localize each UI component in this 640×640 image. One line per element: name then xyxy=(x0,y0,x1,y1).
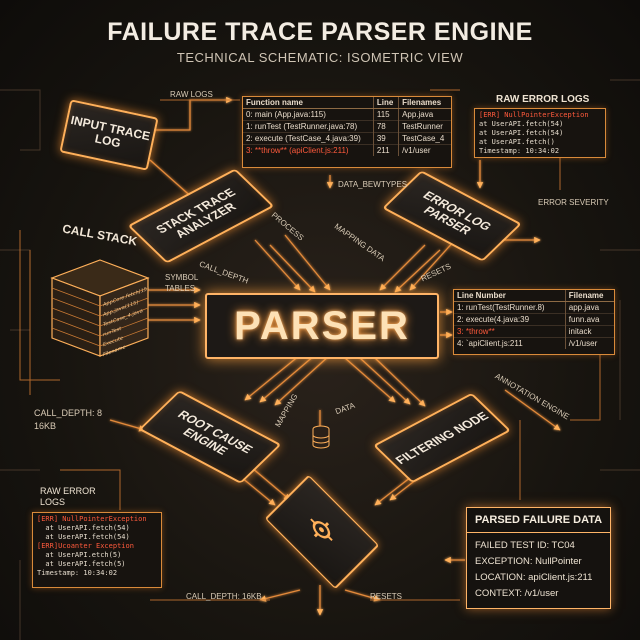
call-stack-block: AppCore.fetch(15) App.java(115) TestCase… xyxy=(50,258,150,358)
error-severity-label: ERROR SEVERITY xyxy=(538,198,609,207)
col-header: Function name xyxy=(243,97,374,109)
error-tag: [ERR] NullPointerException xyxy=(479,111,589,119)
table-cell-highlight: 3: **throw** (apiClient.js:211) xyxy=(243,144,374,156)
table-cell: 1: runTest(TestRunner.8) xyxy=(454,301,566,314)
log-line: [ERR] NullPointerException xyxy=(479,111,601,120)
page-title: FAILURE TRACE PARSER ENGINE xyxy=(107,18,533,46)
table-row: 1: runTest (TestRunner.java:78) 78 TestR… xyxy=(243,120,451,133)
table-row: 3: **throw** (apiClient.js:211) 211 /v1/… xyxy=(243,144,451,156)
log-line: at UserAPI.fetch(54) xyxy=(479,129,564,137)
table-cell: 4: `apiClient.js:211 xyxy=(454,337,566,349)
log-line: at UserAPI.fetch() xyxy=(479,138,555,146)
table-cell: 115 xyxy=(372,108,399,121)
error-tag: [ERR] NullPointerException xyxy=(37,515,147,523)
table-cell: 1: runTest (TestRunner.java:78) xyxy=(243,120,374,133)
page-subtitle: TECHNICAL SCHEMATIC: ISOMETRIC VIEW xyxy=(176,50,464,65)
table-cell: 39 xyxy=(372,132,399,145)
table-row: 4: `apiClient.js:211 /v1/user xyxy=(454,337,614,349)
table-cell: 0: main (App.java:115) xyxy=(243,108,374,121)
table-cell: /v1/user xyxy=(398,144,451,156)
raw-error-logs-bottom-panel: [ERR] NullPointerException at UserAPI.fe… xyxy=(32,512,162,588)
table-cell: TestRunner xyxy=(398,120,451,133)
parser-core[interactable]: PARSER xyxy=(205,293,439,359)
col-header: Filename xyxy=(564,290,614,302)
processor-chip[interactable] xyxy=(264,474,380,590)
table-row: 3: *throw** initack xyxy=(454,325,614,338)
call-depth-8-label: CALL_DEPTH: 8 xyxy=(34,408,103,418)
size-16kb-label: 16KB xyxy=(34,421,57,431)
data-bewtypes-label: DATA_BEWTYPES xyxy=(338,180,408,189)
table-cell: App.java xyxy=(398,108,451,121)
result-line: CONTEXT: /v1/user xyxy=(475,588,559,599)
divider xyxy=(467,532,610,533)
table-cell: 78 xyxy=(372,120,399,133)
result-line: LOCATION: apiClient.js:211 xyxy=(475,572,593,583)
stack-block-shape xyxy=(50,259,150,357)
symbol-tables-label: SYMBOL TABLES xyxy=(165,273,199,293)
log-line: at UserAPI.fetch(54) xyxy=(37,524,130,532)
log-line: [ERR]Ucoanter Exception xyxy=(37,542,157,551)
line-number-table: Line Number Filename 1: runTest(TestRunn… xyxy=(454,290,614,349)
gear-icon xyxy=(310,518,333,541)
parsed-failure-data-title: PARSED FAILURE DATA xyxy=(474,514,603,526)
raw-logs-label: RAW LOGS xyxy=(170,90,213,99)
log-line: Timestamp: 10:34:02 xyxy=(479,147,560,155)
table-cell: 2: execute(4.java:39 xyxy=(454,313,566,326)
raw-error-logs-panel: [ERR] NullPointerException at UserAPI.fe… xyxy=(474,108,606,158)
col-header: Line xyxy=(372,97,399,109)
parser-label: PARSER xyxy=(234,303,410,348)
log-line: [ERR] NullPointerException xyxy=(37,515,157,524)
result-line: FAILED TEST ID: TC04 xyxy=(475,540,575,551)
table-cell: initack xyxy=(564,325,614,338)
function-table-panel: Function name Line Filenames 0: main (Ap… xyxy=(242,96,452,168)
table-row: 1: runTest(TestRunner.8) app.java xyxy=(454,301,614,314)
error-tag: [ERR]Ucoanter Exception xyxy=(37,542,134,550)
table-cell: 2: execute (TestCase_4.java:39) xyxy=(243,132,374,145)
line-number-table-panel: Line Number Filename 1: runTest(TestRunn… xyxy=(453,289,615,355)
col-header: Filenames xyxy=(398,97,451,109)
database-icon xyxy=(312,425,330,449)
log-line: at UserAPI.fetch(54) xyxy=(479,120,564,128)
table-row: 2: execute (TestCase_4.java:39) 39 TestC… xyxy=(243,132,451,145)
log-line: Timestamp: 10:34:02 xyxy=(37,569,118,577)
table-cell: TestCase_4 xyxy=(398,132,451,145)
table-cell-highlight: 3: *throw** xyxy=(454,325,566,338)
log-line: at UserAPI.etch(5) xyxy=(37,551,122,559)
table-cell: app.java xyxy=(564,301,614,314)
table-row: 0: main (App.java:115) 115 App.java xyxy=(243,108,451,121)
result-line: EXCEPTION: NullPointer xyxy=(475,556,582,567)
table-cell: funn.ava xyxy=(564,313,614,326)
raw-error-logs-title: RAW ERROR LOGS xyxy=(496,94,590,105)
table-row: 2: execute(4.java:39 funn.ava xyxy=(454,313,614,326)
parsed-failure-data-panel: PARSED FAILURE DATA FAILED TEST ID: TC04… xyxy=(466,507,611,609)
col-header: Line Number xyxy=(454,290,566,302)
raw-error-logs-bottom-title: RAW ERROR LOGS xyxy=(40,486,96,507)
log-line: at UserAPI.fetch(54) xyxy=(37,533,130,541)
resets-bottom-label: RESETS xyxy=(370,592,403,601)
function-table: Function name Line Filenames 0: main (Ap… xyxy=(243,97,451,156)
table-cell: /v1/user xyxy=(564,337,614,349)
table-cell: 211 xyxy=(372,144,399,156)
log-line: at UserAPI.fetch(5) xyxy=(37,560,126,568)
call-depth-16kb-label: CALL_DEPTH: 16KB xyxy=(186,592,262,601)
